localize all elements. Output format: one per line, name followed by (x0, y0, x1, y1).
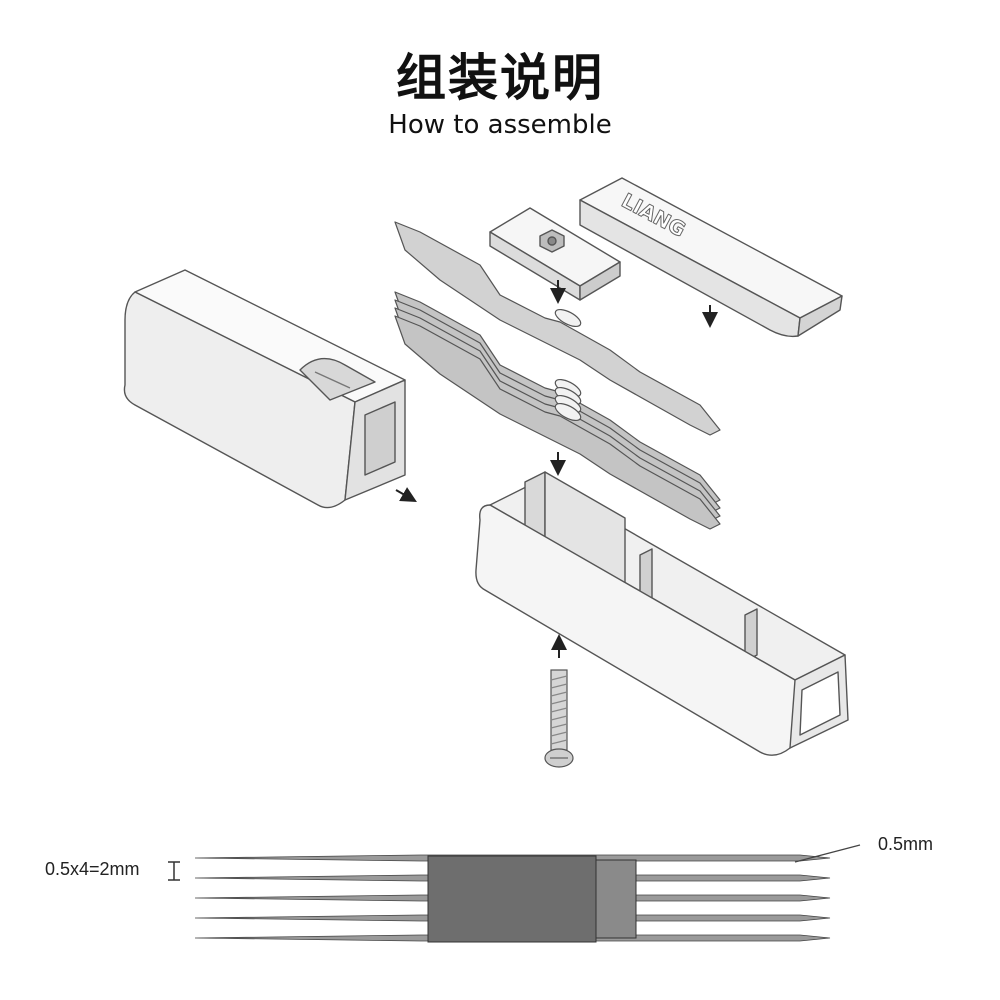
stack-thickness-label: 0.5x4=2mm (45, 859, 140, 879)
title-zh: 组装说明 (396, 49, 604, 107)
base-holder (475, 471, 849, 756)
blade (394, 221, 721, 436)
blade-leader-line (794, 844, 861, 863)
sleeve-housing (123, 269, 406, 509)
blade-slot (554, 402, 582, 422)
assembly-arrows (395, 280, 718, 658)
blade (394, 315, 721, 530)
blade-thickness-label: 0.5mm (878, 834, 933, 854)
title-en: How to assemble (388, 110, 612, 140)
blade-stack (394, 221, 721, 530)
blade-shank-section (595, 859, 637, 939)
blade-clamp-section (427, 855, 597, 943)
screw (544, 669, 574, 768)
blade-slot (554, 308, 582, 328)
blade-detail (194, 854, 831, 943)
